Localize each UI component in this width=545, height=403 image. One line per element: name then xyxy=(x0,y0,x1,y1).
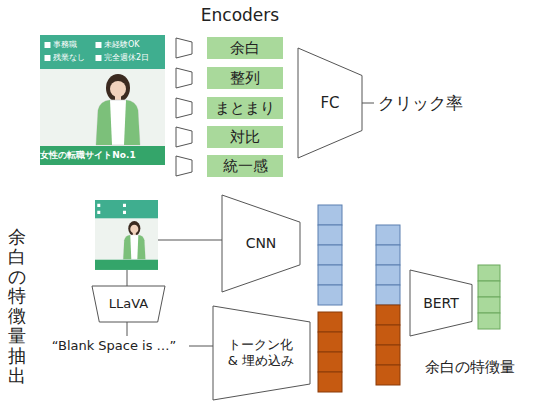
node-text-group: FC xyxy=(320,94,339,112)
node-text-group: LLaVA xyxy=(109,296,148,312)
output-label: 余白の特徴量 xyxy=(425,358,515,376)
image-line xyxy=(158,240,222,241)
image-vector xyxy=(318,205,342,305)
node-label: 統一感 xyxy=(223,157,268,175)
node-outline xyxy=(213,306,310,400)
encoder-shape xyxy=(176,98,192,118)
prompt-text: “Blank Space is …” xyxy=(52,338,177,354)
node-outline xyxy=(298,48,362,158)
ad-thumbnail xyxy=(95,200,158,270)
bert-model: BERT xyxy=(410,270,472,336)
encoder-shape xyxy=(176,156,192,176)
feature-box: まとまり xyxy=(207,97,283,119)
encoder-shape xyxy=(176,38,192,58)
node-label: 余白 xyxy=(230,39,260,57)
feature-box: 対比 xyxy=(207,126,283,148)
ad-text: 完全週休2日 xyxy=(104,53,149,63)
node-text-group: 整列 xyxy=(230,69,260,87)
encoder-shape xyxy=(176,127,192,147)
node-text-group: 統一感 xyxy=(223,157,268,175)
feature-box: 余白 xyxy=(207,37,283,59)
node-text-group: BERT xyxy=(423,295,459,312)
section-label: 余白の特徴量抽出 xyxy=(8,227,26,385)
fc-layer: FC xyxy=(298,48,362,158)
node-text-group: CNN xyxy=(246,235,277,252)
node-label: CNN xyxy=(246,235,277,252)
node-text-group: 対比 xyxy=(230,128,260,146)
node-label: BERT xyxy=(423,295,459,312)
output-label: クリック率 xyxy=(378,93,463,113)
cnn-encoder: CNN xyxy=(222,195,300,292)
node-text-group: まとまり xyxy=(215,99,275,117)
node-label: 対比 xyxy=(230,128,260,146)
ad-text: 未経験OK xyxy=(104,40,140,50)
concat-vector xyxy=(376,225,400,385)
ad-text: 事務職 xyxy=(53,40,77,50)
encoder-shape xyxy=(176,68,192,88)
output-line xyxy=(362,103,374,104)
ad-text: 女性の転職サイトNo.1 xyxy=(40,150,135,161)
section-title: Encoders xyxy=(201,5,279,25)
feature-box: 整列 xyxy=(207,67,283,89)
node-outline xyxy=(410,270,472,336)
ad-banner xyxy=(40,35,165,165)
tokenizer-embedding: トークン化 & 埋め込み xyxy=(213,306,310,400)
node-label: トークン化 & 埋め込み xyxy=(225,337,298,368)
ad-text: 残業なし xyxy=(53,53,85,63)
encoder-shapes xyxy=(176,38,192,176)
feature-box: 統一感 xyxy=(207,155,283,177)
node-label: まとまり xyxy=(215,99,275,117)
llava-model: LLaVA xyxy=(92,286,165,322)
node-outline xyxy=(92,286,165,322)
feature-vector xyxy=(478,265,500,329)
node-outline xyxy=(222,195,300,292)
node-label: 整列 xyxy=(230,69,260,87)
node-text-group: トークン化 & 埋め込み xyxy=(225,337,298,368)
node-label: LLaVA xyxy=(109,296,148,312)
node-label: FC xyxy=(320,94,339,112)
node-text-group: 余白 xyxy=(230,39,260,57)
text-vector xyxy=(318,312,342,392)
